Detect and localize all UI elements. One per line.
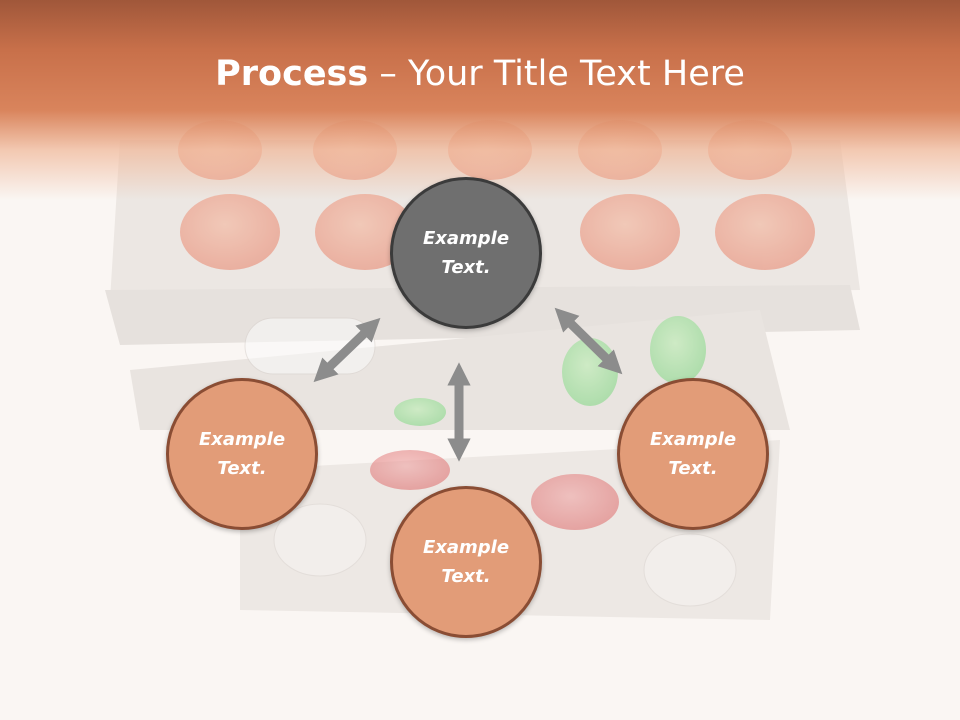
title-rest: Your Title Text Here [407, 54, 745, 94]
node-left[interactable]: Example Text. [166, 378, 318, 530]
node-center-label: Example Text. [422, 228, 510, 278]
node-right[interactable]: Example Text. [617, 378, 769, 530]
node-bottom-label: Example Text. [422, 537, 510, 587]
title-bold: Process [215, 54, 369, 94]
node-left-label: Example Text. [198, 429, 286, 479]
node-right-label: Example Text. [649, 429, 737, 479]
node-bottom[interactable]: Example Text. [390, 486, 542, 638]
title-band [0, 0, 960, 200]
title-separator: – [368, 54, 408, 94]
node-center[interactable]: Example Text. [390, 177, 542, 329]
arrow-center-left [313, 317, 381, 383]
arrow-center-right [554, 307, 623, 375]
slide-title: Process – Your Title Text Here [0, 52, 960, 96]
